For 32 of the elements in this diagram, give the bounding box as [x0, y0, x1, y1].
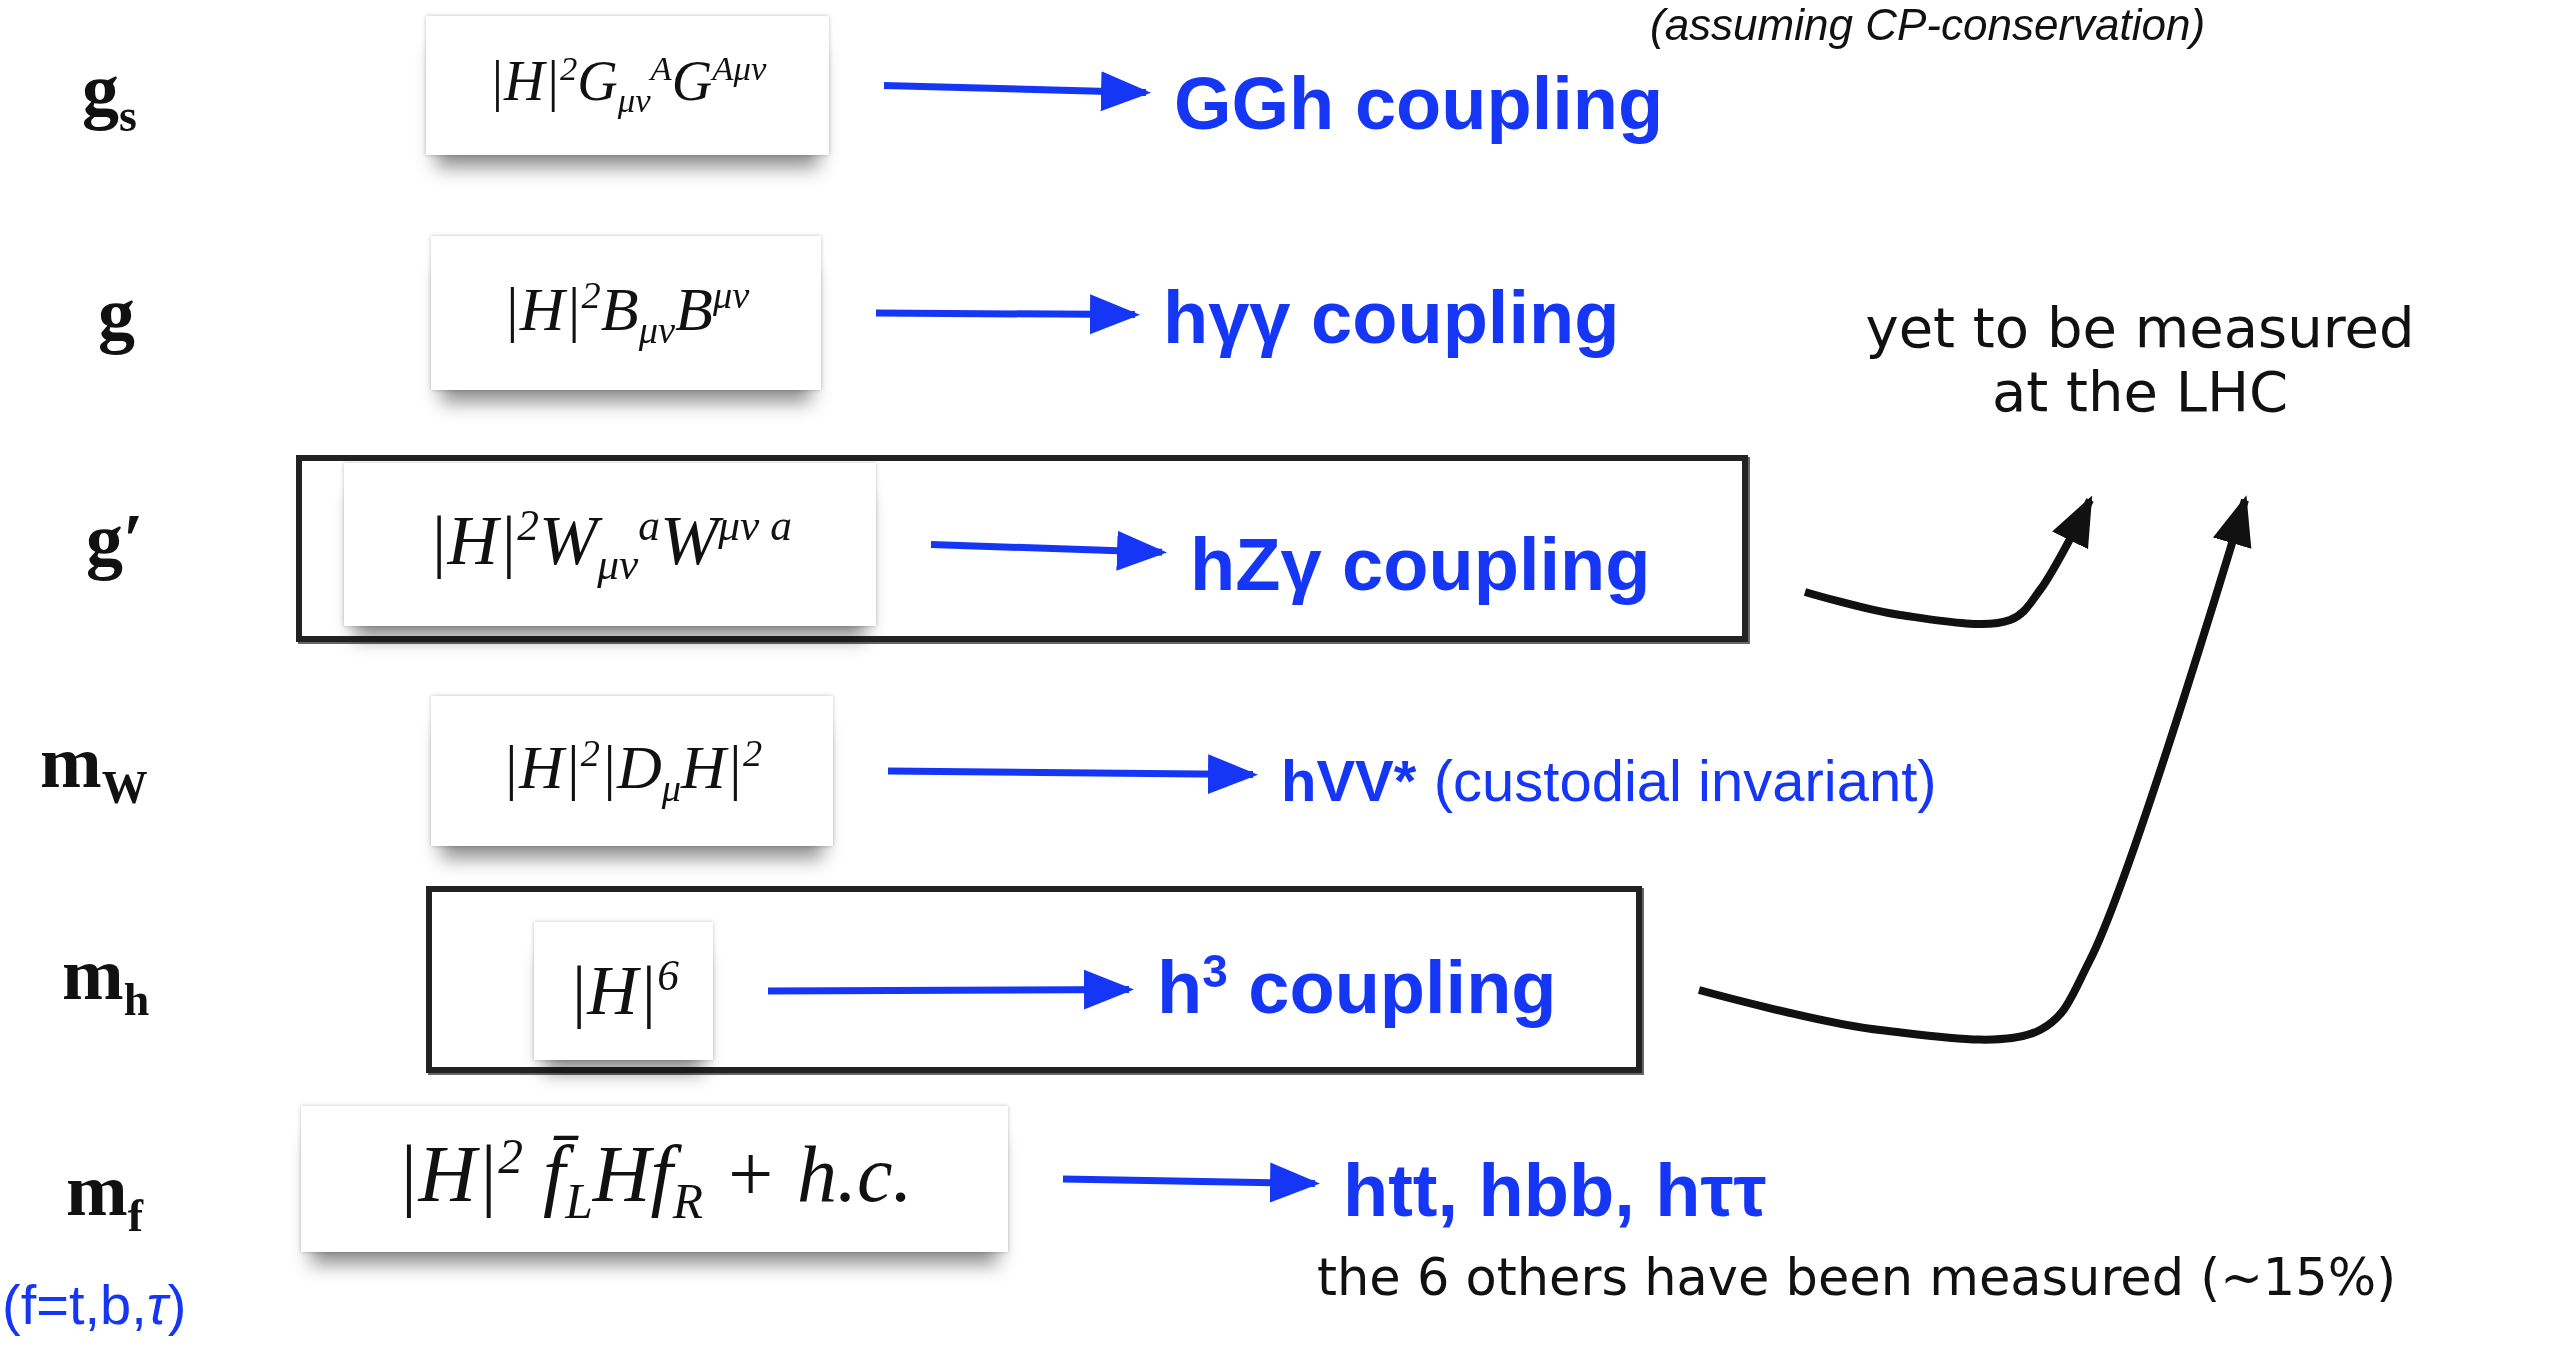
note-text: the 6 others have been measured (~15%): [1317, 1248, 2397, 1307]
coupling-symbol: m$_{W}$: [40, 720, 148, 814]
arrow: [1803, 495, 2094, 628]
arrow: [1697, 495, 2252, 1044]
coupling-label: h$^{3}$ coupling: [1157, 942, 1607, 1032]
arrow: [875, 294, 1140, 335]
arrow: [883, 71, 1151, 112]
formula-card: |H|$^{2}$ f̄$_{L}$Hf$_{R}$ + h.c.: [301, 1106, 1008, 1252]
note-text: yet to be measured at the LHC: [1840, 296, 2440, 500]
note-text: (f=t,b,τ): [2, 1272, 187, 1337]
formula-card: |H|$^{2}$|D$_{μ}$H|$^{2}$: [431, 696, 833, 846]
formula-card: |H|$^{2}$G$_{μν}$$^{A}$G$^{Aμν}$: [426, 16, 829, 155]
coupling-label: hZγ coupling: [1190, 519, 1730, 609]
formula-card: |H|$^{6}$: [534, 922, 713, 1060]
formula-card: |H|$^{2}$W$_{μν}$$^{a}$W$^{μν a}$: [344, 463, 876, 626]
coupling-symbol: g$_{s}$: [82, 48, 137, 142]
note-text: (assuming CP-conservation): [1650, 0, 2206, 50]
formula-card: |H|$^{2}$B$_{μν}$B$^{μν}$: [431, 236, 821, 390]
coupling-symbol: m$_{h}$: [62, 932, 150, 1026]
coupling-symbol: g: [98, 272, 135, 357]
coupling-symbol: m$_{f}$: [66, 1148, 143, 1242]
coupling-label: htt, hbb, hττ: [1343, 1145, 1863, 1235]
coupling-label: hVV*: [1281, 746, 1417, 814]
arrow: [1062, 1162, 1320, 1203]
group-frame: [296, 455, 1748, 642]
coupling-label: hγγ coupling: [1163, 272, 1703, 362]
coupling-note: (custodial invariant): [1433, 746, 1937, 814]
arrow: [930, 530, 1167, 571]
coupling-symbol: g′: [86, 498, 144, 583]
arrow: [887, 754, 1258, 795]
coupling-label: GGh coupling: [1174, 58, 1734, 148]
group-frame: [426, 886, 1642, 1073]
